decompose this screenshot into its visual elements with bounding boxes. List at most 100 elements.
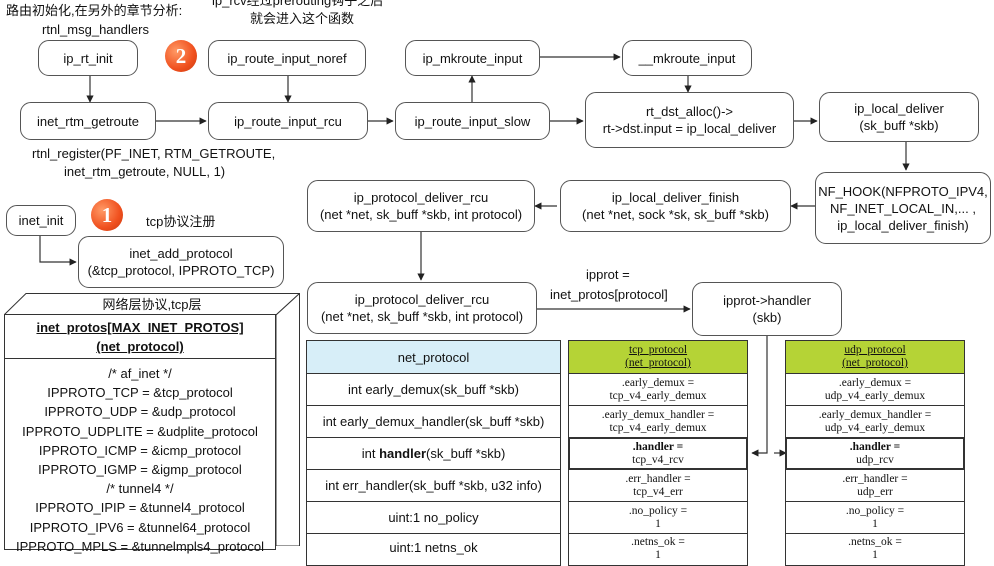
field-key: .err_handler = — [842, 472, 908, 485]
tcp-protocol-field: .early_demux_handler = tcp_v4_early_demu… — [568, 405, 748, 438]
field-value: tcp_v4_err — [633, 485, 683, 498]
node-label-line1: ipprot->handler — [723, 293, 811, 308]
inet-protos-entry: IPPROTO_ICMP = &icmp_protocol — [38, 442, 242, 458]
inet-protos-entry: IPPROTO_UDP = &udp_protocol — [44, 404, 236, 420]
net-protocol-header: net_protocol — [306, 340, 561, 374]
field-key: .handler = — [849, 440, 901, 453]
node-label: inet_init — [18, 213, 64, 228]
node-inet-add-protocol[interactable]: inet_add_protocol (&tcp_protocol, IPPROT… — [78, 236, 284, 288]
field-value: tcp_v4_early_demux — [609, 389, 707, 402]
node-label-line3: ip_local_deliver_finish) — [837, 217, 969, 233]
node-label: __mkroute_input — [638, 50, 736, 66]
node-ip-local-deliver[interactable]: ip_local_deliver (sk_buff *skb) — [819, 92, 979, 142]
cube-divider — [4, 358, 276, 359]
node-inet-rtm-getroute[interactable]: inet_rtm_getroute — [20, 102, 156, 140]
note-tcp-register: tcp协议注册 — [146, 214, 216, 229]
node-label: ip_route_input_noref — [227, 50, 347, 66]
tcp-protocol-field: .early_demux = tcp_v4_early_demux — [568, 373, 748, 406]
inet-protos-entry: IPPROTO_IGMP = &igmp_protocol — [38, 462, 242, 478]
node-rt-dst-alloc[interactable]: rt_dst_alloc()-> rt->dst.input = ip_loca… — [585, 92, 794, 148]
field-key: .no_policy = — [845, 504, 905, 517]
udp-protocol-field-handler: .handler = udp_rcv — [785, 437, 965, 470]
node-label-line2: (net *net, sk_buff *skb, int protocol) — [319, 207, 523, 222]
node-label-line1: inet_add_protocol — [129, 246, 233, 261]
field-value: udp_v4_early_demux — [824, 389, 926, 402]
inet-protos-entries: /* af_inet */ IPPROTO_TCP = &tcp_protoco… — [4, 364, 276, 556]
field-key: .netns_ok = — [848, 536, 902, 548]
node-ip-local-deliver-finish[interactable]: ip_local_deliver_finish (net *net, sock … — [560, 180, 791, 232]
node-label: ip_route_input_rcu — [234, 113, 342, 129]
inet-protos-entry: IPPROTO_IPV6 = &tunnel64_protocol — [29, 519, 251, 535]
node-ip-route-input-slow[interactable]: ip_route_input_slow — [395, 102, 550, 140]
net-protocol-field: int early_demux_handler(sk_buff *skb) — [306, 405, 561, 438]
node-label-line1: NF_HOOK(NFPROTO_IPV4, — [818, 183, 988, 199]
field-value: tcp_v4_rcv — [632, 453, 684, 466]
node-label-line2: (net *net, sk_buff *skb, int protocol) — [320, 309, 524, 324]
net-protocol-field: int err_handler(sk_buff *skb, u32 info) — [306, 469, 561, 502]
field-key: .early_demux_handler = — [818, 408, 932, 421]
inet-protos-entry: /* af_inet */ — [108, 366, 172, 381]
node-label-line2: (net *net, sock *sk, sk_buff *skb) — [582, 207, 769, 222]
inet-protos-entry: IPPROTO_UDPLITE = &udplite_protocol — [22, 423, 258, 439]
note-rtnl-handlers: rtnl_msg_handlers — [42, 22, 149, 37]
field-name: handler — [379, 446, 427, 461]
net-protocol-field-handler: int handler(sk_buff *skb) — [306, 437, 561, 470]
field-value: tcp_v4_early_demux — [609, 421, 707, 434]
inet-protos-entry: IPPROTO_TCP = &tcp_protocol — [47, 385, 233, 401]
field-value: udp_err — [857, 485, 893, 498]
node-ip-rt-init[interactable]: ip_rt_init — [38, 40, 138, 76]
node-inet-init[interactable]: inet_init — [6, 205, 76, 236]
node-ipprot-handler[interactable]: ipprot->handler (skb) — [692, 282, 842, 336]
note-route-init: 路由初始化,在另外的章节分析: — [6, 3, 183, 18]
udp-protocol-field: .netns_ok = 1 — [785, 533, 965, 566]
field-value: 1 — [872, 549, 878, 561]
field-value: udp_v4_early_demux — [824, 421, 926, 434]
step-badge-2: 2 — [165, 40, 197, 72]
net-protocol-field: uint:1 netns_ok — [306, 533, 561, 566]
udp-header-line1: udp_protocol — [844, 344, 906, 356]
tcp-protocol-field: .no_policy = 1 — [568, 501, 748, 534]
net-protocol-field: uint:1 no_policy — [306, 501, 561, 534]
inet-protos-entry: IPPROTO_MPLS = &tunnelmpls4_protocol — [16, 538, 264, 554]
field-value: 1 — [655, 549, 661, 561]
inet-protos-title-line2: (net_protocol) — [96, 339, 184, 354]
inet-protos-title-line1: inet_protos[MAX_INET_PROTOS] — [36, 320, 244, 335]
inet-protos-entry: IPPROTO_IPIP = &tunnel4_protocol — [35, 500, 245, 516]
note-rtnl-register-2: inet_rtm_getroute, NULL, 1) — [64, 164, 226, 179]
node-ip-route-input-noref[interactable]: ip_route_input_noref — [208, 40, 366, 76]
node-nf-hook[interactable]: NF_HOOK(NFPROTO_IPV4, NF_INET_LOCAL_IN,.… — [815, 172, 991, 244]
node-ip-protocol-deliver-rcu-top[interactable]: ip_protocol_deliver_rcu (net *net, sk_bu… — [307, 180, 535, 232]
note-ip-rcv-1: ip_rcv经过prerouting钩子之后 — [212, 0, 384, 8]
udp-header-line2: (net_protocol) — [842, 357, 908, 369]
field-value: udp_rcv — [856, 453, 894, 466]
flow-connectors — [39, 53, 910, 457]
node-ip-route-input-rcu[interactable]: ip_route_input_rcu — [208, 102, 368, 140]
node-label: ip_mkroute_input — [422, 50, 523, 66]
tcp-protocol-field: .netns_ok = 1 — [568, 533, 748, 566]
field-value: 1 — [655, 517, 661, 530]
udp-protocol-field: .early_demux = udp_v4_early_demux — [785, 373, 965, 406]
node-ip-mkroute-input[interactable]: ip_mkroute_input — [405, 40, 540, 76]
node-label: ip_rt_init — [63, 50, 113, 66]
node-label-line2: (skb) — [752, 310, 782, 325]
node-label-line1: rt_dst_alloc()-> — [645, 104, 734, 119]
field-key: .early_demux = — [838, 376, 912, 389]
tcp-header-line1: tcp_protocol — [628, 344, 688, 356]
tcp-header-line2: (net_protocol) — [625, 357, 691, 369]
node-label-line2: rt->dst.input = ip_local_deliver — [602, 121, 777, 136]
node-label-line1: ip_local_deliver_finish — [611, 190, 740, 205]
field-key: .handler = — [632, 440, 684, 453]
note-ipprot-2: inet_protos[protocol] — [550, 287, 668, 302]
note-ipprot-1: ipprot = — [586, 267, 630, 282]
net-protocol-field: int early_demux(sk_buff *skb) — [306, 373, 561, 406]
field-type: int — [361, 446, 380, 461]
note-ip-rcv-2: 就会进入这个函数 — [250, 11, 355, 26]
inet-protos-title: inet_protos[MAX_INET_PROTOS] (net_protoc… — [4, 318, 276, 356]
node-mkroute-input[interactable]: __mkroute_input — [622, 40, 752, 76]
inet-protos-entry: /* tunnel4 */ — [106, 481, 174, 497]
field-key: .early_demux = — [621, 376, 695, 389]
node-label-line2: NF_INET_LOCAL_IN,... , — [830, 200, 976, 216]
node-ip-protocol-deliver-rcu-bottom[interactable]: ip_protocol_deliver_rcu (net *net, sk_bu… — [307, 282, 537, 334]
field-key: .no_policy = — [628, 504, 688, 517]
node-label: ip_route_input_slow — [414, 113, 531, 129]
